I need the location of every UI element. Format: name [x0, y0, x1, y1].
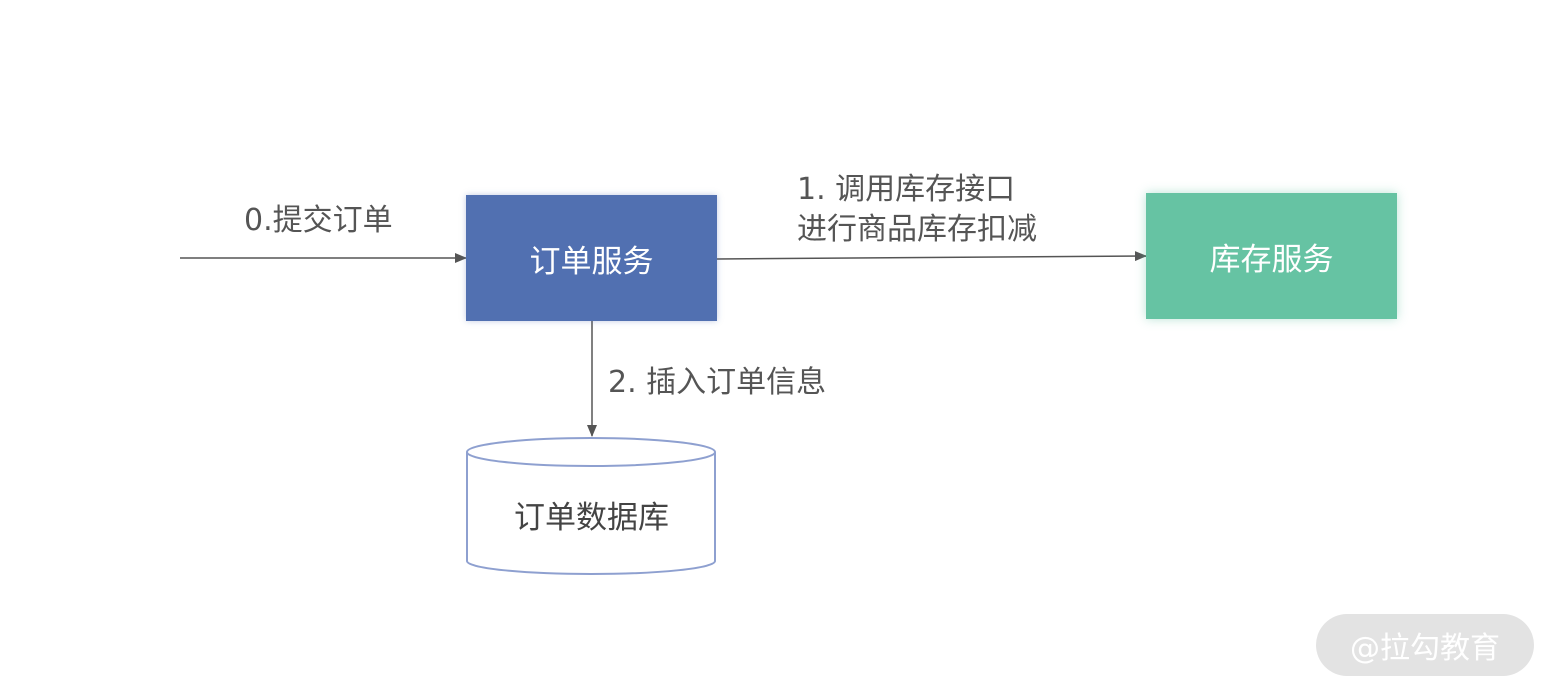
watermark-text: @拉勾教育: [1350, 631, 1500, 666]
stock-service-label: 库存服务: [1209, 241, 1334, 278]
insert-order-label: 2. 插入订单信息: [608, 365, 827, 400]
watermark-badge: @拉勾教育: [1316, 614, 1534, 676]
call-stock-label-line1: 1. 调用库存接口: [797, 172, 1016, 207]
submit-order-label: 0.提交订单: [244, 203, 393, 238]
stock-service-node: 库存服务: [1146, 193, 1397, 319]
order-service-node: 订单服务: [466, 195, 717, 321]
call-stock-label-line2: 进行商品库存扣减: [797, 212, 1037, 247]
order-service-label: 订单服务: [529, 243, 654, 280]
call-stock-arrow: [716, 251, 1147, 262]
order-database-label: 订单数据库: [514, 500, 669, 536]
order-database-cylinder: [466, 437, 716, 575]
